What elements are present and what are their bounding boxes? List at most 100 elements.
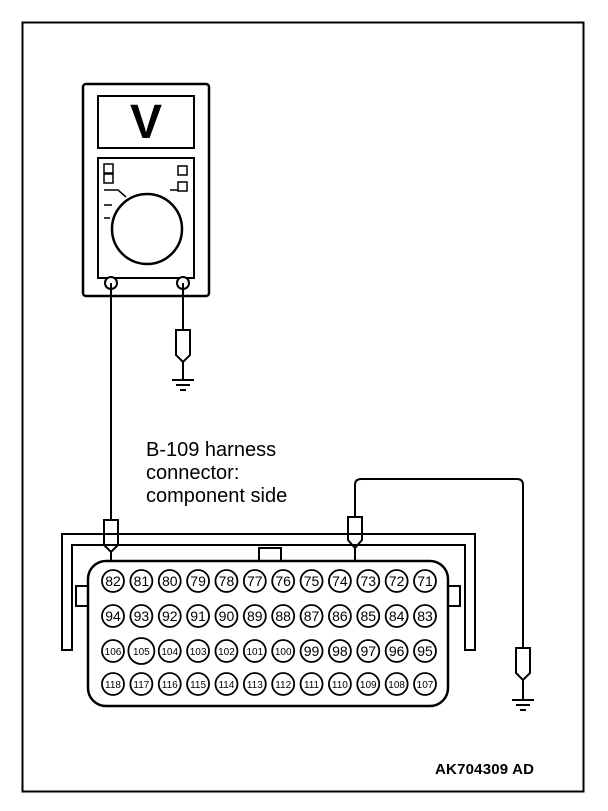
- connector-pin: 86: [328, 604, 352, 628]
- connector-pin: 112: [271, 672, 296, 696]
- pin-circle: [157, 604, 182, 628]
- pin-label: 71: [417, 573, 433, 589]
- pin-label: 72: [389, 573, 405, 589]
- pin-label: 85: [360, 608, 376, 624]
- pin-label: 90: [219, 608, 235, 624]
- connector-pin: 82: [101, 569, 125, 593]
- pin-label: 87: [304, 608, 320, 624]
- pin-circle: [356, 569, 381, 593]
- pin-circle: [271, 604, 296, 628]
- pin-label: 109: [360, 680, 377, 691]
- pin-label: 104: [161, 647, 178, 658]
- meter-display: [97, 95, 195, 149]
- connector-pin: 118: [101, 672, 125, 696]
- pin-label: 117: [133, 680, 149, 691]
- connector-pin: 103: [186, 639, 210, 663]
- connector-pin: 107: [413, 672, 437, 696]
- pin-label: 82: [105, 573, 121, 589]
- connector-pin: 97: [356, 639, 381, 663]
- pin-label: 111: [304, 680, 320, 691]
- probe-tip: [103, 519, 119, 554]
- pin-circle: [242, 604, 267, 628]
- pin-circle: [129, 672, 154, 696]
- connector-shroud: [61, 533, 476, 651]
- pin-circle: [101, 569, 125, 593]
- connector-pin: 90: [214, 604, 239, 628]
- pin-circle: [299, 639, 324, 663]
- connector-face: [86, 559, 450, 708]
- pin-label: 112: [275, 680, 291, 691]
- pin-circle: [186, 604, 210, 628]
- pin-circle: [157, 639, 182, 663]
- connector-pin: 87: [299, 604, 324, 628]
- connector-pin: 73: [356, 569, 381, 593]
- pin-label: 118: [105, 680, 121, 691]
- pin-circle: [413, 569, 437, 593]
- pin-circle: [328, 569, 352, 593]
- connector-pin: 75: [299, 569, 324, 593]
- connector-pin: 85: [356, 604, 381, 628]
- ground-lead: [347, 478, 534, 711]
- ground-icon: [512, 699, 534, 711]
- probe-tip: [515, 647, 531, 682]
- pin-label: 114: [218, 680, 234, 691]
- pin-label: 76: [275, 573, 291, 589]
- pin-circle: [356, 639, 381, 663]
- pin-circle: [129, 569, 154, 593]
- pin-circle: [186, 639, 210, 663]
- pin-label: 116: [162, 680, 178, 691]
- ground-icon: [172, 379, 194, 391]
- pin-circle: [214, 672, 239, 696]
- multimeter: V: [81, 82, 211, 298]
- pin-circle: [271, 672, 296, 696]
- connector-pin: 83: [413, 604, 437, 628]
- pin-circle: [356, 604, 381, 628]
- pin-label: 94: [105, 608, 121, 624]
- connector-pin: 105: [127, 637, 156, 665]
- connector-pin: 84: [384, 604, 409, 628]
- pin-circle: [186, 672, 210, 696]
- connector-pin: 77: [242, 569, 267, 593]
- pin-label: 95: [417, 643, 433, 659]
- pin-label: 84: [389, 608, 405, 624]
- pin-label: 108: [388, 680, 405, 691]
- connector-pin: 102: [214, 639, 239, 663]
- connector-pin: 94: [101, 604, 125, 628]
- connector-pin: 108: [384, 672, 409, 696]
- pin-circle: [384, 569, 409, 593]
- connector-pin: 104: [157, 639, 182, 663]
- pin-label: 115: [190, 680, 206, 691]
- pin-label: 100: [275, 647, 292, 658]
- pin-label: 101: [246, 647, 263, 658]
- pin-circle: [384, 639, 409, 663]
- selector-dial: [110, 192, 184, 266]
- connector-pin: 88: [271, 604, 296, 628]
- pin-label: 105: [133, 647, 150, 658]
- pin-label: 80: [162, 573, 178, 589]
- pin-label: 73: [360, 573, 376, 589]
- pin-circle: [157, 569, 182, 593]
- connector-pin: 115: [186, 672, 210, 696]
- connector-pin: 101: [242, 639, 267, 663]
- pin-circle: [413, 604, 437, 628]
- pin-circle: [328, 639, 352, 663]
- pin-circle: [157, 672, 182, 696]
- connector-pin: 98: [328, 639, 352, 663]
- pin-label: 81: [134, 573, 150, 589]
- connector-pin: 113: [242, 672, 267, 696]
- pin-circle: [129, 604, 154, 628]
- pin-label: 75: [304, 573, 320, 589]
- meter-display-symbol: V: [130, 96, 162, 149]
- pin-circle: [186, 569, 210, 593]
- connector-pin: 117: [129, 672, 154, 696]
- pin-circle: [299, 569, 324, 593]
- pin-circle: [242, 672, 267, 696]
- caption-line: B-109 harness: [146, 439, 277, 461]
- pin-label: 79: [190, 573, 206, 589]
- pin-label: 89: [247, 608, 263, 624]
- pin-label: 74: [332, 573, 348, 589]
- pin-circle: [214, 569, 239, 593]
